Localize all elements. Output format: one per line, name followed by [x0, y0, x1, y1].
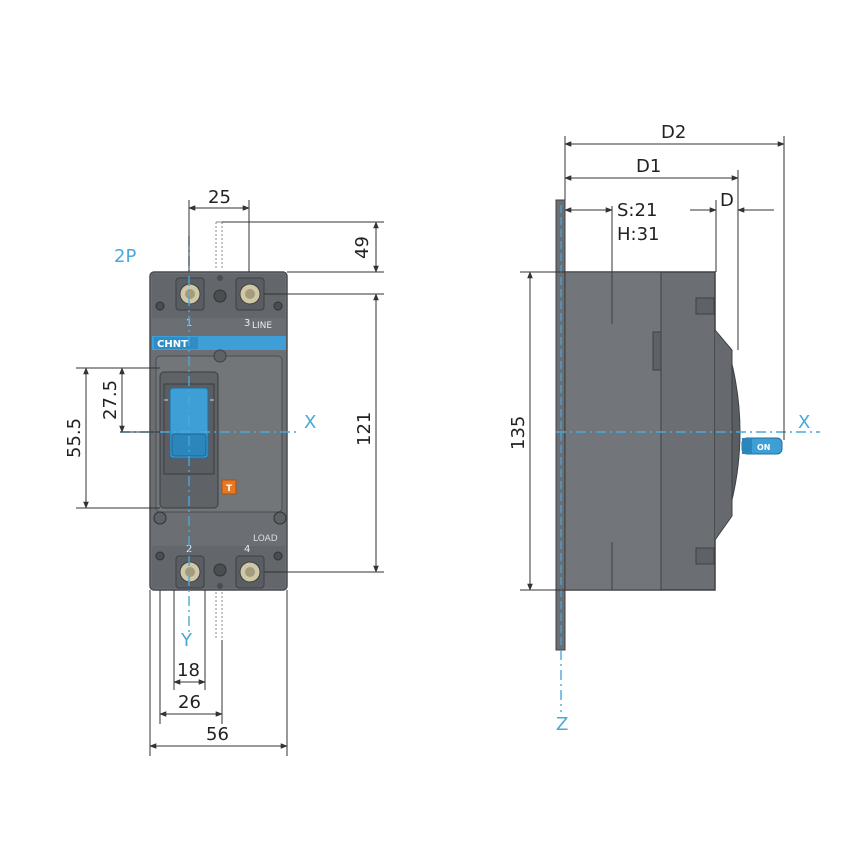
side-axis-z-label: Z — [556, 714, 568, 735]
front-axis-x-label: X — [304, 412, 316, 433]
dim-width: 56 — [206, 724, 229, 745]
dim-handle-span: 55.5 — [64, 418, 85, 458]
dim-h: H:31 — [617, 224, 660, 245]
load-label: LOAD — [253, 534, 278, 544]
terminal-label-2: 2 — [186, 544, 192, 555]
pole-label: 2P — [114, 246, 136, 267]
dim-top-offset: 49 — [352, 236, 373, 259]
test-button-label: T — [226, 484, 233, 494]
dim-top-spacing: 25 — [208, 187, 231, 208]
dim-height: 135 — [508, 416, 529, 450]
brand-logo: CHNT — [157, 339, 188, 350]
side-view: ON X Z D2 D1 D S:21 H:31 135 — [508, 122, 820, 735]
front-axis-y-label: Y — [180, 630, 193, 651]
dim-s: S:21 — [617, 200, 657, 221]
terminal-1 — [175, 277, 205, 311]
line-label: LINE — [252, 321, 272, 331]
terminal-label-3: 3 — [244, 318, 250, 329]
front-cover — [714, 272, 733, 590]
dim-bottom-inner: 18 — [177, 660, 200, 681]
side-handle-text: ON — [757, 443, 771, 452]
dim-bottom-mid: 26 — [178, 692, 201, 713]
dim-terminal-span: 121 — [354, 412, 375, 446]
test-button — [221, 479, 237, 495]
terminal-4 — [235, 555, 265, 589]
dim-handle-offset: 27.5 — [100, 380, 121, 420]
front-view: 1 3 LINE CHNT T LOAD 2 4 — [64, 187, 384, 756]
terminal-3 — [235, 277, 265, 311]
dim-d2: D2 — [661, 122, 686, 143]
terminal-2 — [175, 555, 205, 589]
dim-d1: D1 — [636, 156, 661, 177]
terminal-label-4: 4 — [244, 544, 250, 555]
dim-d: D — [720, 190, 734, 211]
side-axis-x-label: X — [798, 412, 810, 433]
